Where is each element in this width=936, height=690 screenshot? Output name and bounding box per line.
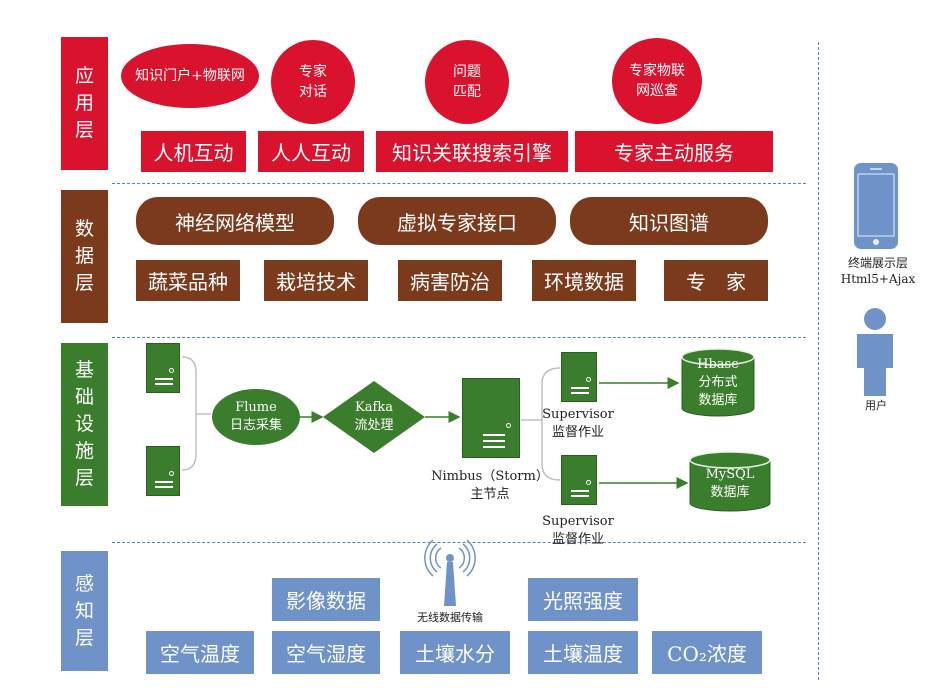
terminal-label: 终端展示层 Html5+Ajax [840, 256, 916, 286]
side-separator [818, 42, 819, 680]
supervisor-1-label: Supervisor 监督作业 [542, 407, 614, 440]
nimbus-server [462, 378, 520, 458]
mysql-label: MySQL 数据库 [705, 467, 755, 500]
environment-data-box: 环境数据 [532, 260, 636, 301]
application-layer-label: 应用层 [61, 37, 108, 170]
human-human-box: 人人互动 [258, 131, 364, 172]
supervisor-2-label: Supervisor 监督作业 [542, 514, 614, 547]
soil-temperature-box: 土壤温度 [528, 631, 638, 674]
soil-moisture-box: 土壤水分 [400, 631, 510, 674]
separator-2 [112, 337, 806, 338]
problem-matching-circle: 问题 匹配 [425, 40, 509, 124]
knowledge-portal-circle: 知识门户+物联网 [121, 44, 259, 108]
infrastructure-layer-text: 基础设施层 [74, 359, 94, 489]
source-server-1 [146, 343, 180, 393]
mysql-cylinder-top [689, 451, 771, 469]
human-machine-box: 人机互动 [141, 131, 246, 172]
expert-box: 专 家 [664, 260, 768, 301]
supervisor-server-1 [561, 352, 597, 402]
hbase-cylinder [681, 357, 755, 417]
hbase-label: Hbase 分布式 数据库 [697, 357, 739, 408]
expert-iot-circle: 专家物联 网巡查 [612, 38, 702, 124]
virtual-expert-pill: 虚拟专家接口 [358, 197, 556, 245]
air-humidity-box: 空气湿度 [272, 631, 380, 674]
application-layer-text: 应用层 [74, 65, 94, 141]
neural-network-pill: 神经网络模型 [136, 197, 334, 245]
flume-label: Flume 日志采集 [229, 400, 282, 433]
data-layer-text: 数据层 [74, 218, 94, 294]
knowledge-graph-pill: 知识图谱 [570, 197, 768, 245]
infrastructure-layer-label: 基础设施层 [61, 343, 108, 506]
kafka-diamond [323, 381, 425, 453]
expert-dialog-circle: 专家 对话 [271, 40, 355, 124]
perception-layer-label: 感知层 [61, 551, 108, 671]
separator-3 [112, 542, 806, 543]
air-temperature-box: 空气温度 [146, 631, 254, 674]
server-bracket [181, 356, 197, 471]
perception-layer-text: 感知层 [74, 572, 94, 649]
source-server-2 [146, 446, 180, 496]
co2-concentration-box: CO₂浓度 [652, 631, 762, 674]
supervisor-server-2 [561, 455, 597, 505]
mysql-cylinder [689, 460, 771, 512]
data-layer-label: 数据层 [61, 190, 108, 323]
search-engine-box: 知识关联搜索引擎 [376, 131, 568, 172]
separator-1 [112, 183, 806, 184]
kafka-label: Kafka 流处理 [354, 400, 394, 433]
vegetable-variety-box: 蔬菜品种 [136, 260, 240, 301]
light-intensity-box: 光照强度 [528, 578, 638, 621]
user-label: 用户 [865, 399, 887, 412]
cultivation-box: 栽培技术 [264, 260, 368, 301]
flume-ellipse [212, 389, 300, 445]
expert-service-box: 专家主动服务 [575, 131, 773, 172]
disease-control-box: 病害防治 [398, 260, 502, 301]
wireless-label: 无线数据传输 [417, 611, 483, 624]
nimbus-bracket [541, 367, 561, 481]
nimbus-label: Nimbus（Storm） 主节点 [431, 469, 549, 502]
hbase-cylinder-top [681, 348, 755, 366]
image-data-box: 影像数据 [272, 578, 380, 621]
